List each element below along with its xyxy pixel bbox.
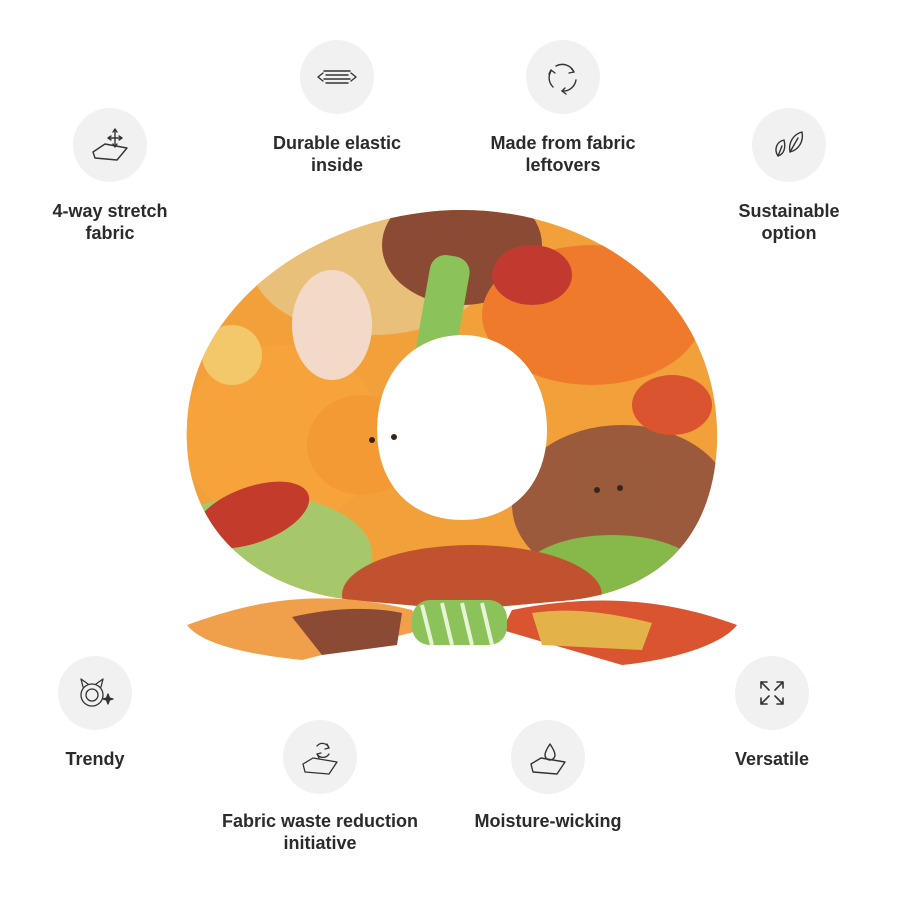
feature-label: Sustainable option: [738, 201, 840, 243]
feature-label: Fabric waste reduction initiative: [221, 811, 419, 853]
feature-label: Moisture-wicking: [474, 811, 622, 831]
moisture-drop-icon: [511, 720, 585, 794]
feature-4-way-stretch: 4-way stretch fabric: [0, 108, 220, 244]
feature-sustainable: Sustainable option: [679, 108, 899, 244]
feature-moisture-wicking: Moisture-wicking: [438, 720, 658, 832]
feature-label: Made from fabric leftovers: [490, 133, 636, 175]
feature-label: 4-way stretch fabric: [52, 201, 168, 243]
recycle-icon: [526, 40, 600, 114]
stretch-fabric-icon: [73, 108, 147, 182]
scrunchie-product-image: [172, 205, 752, 705]
feature-label: Versatile: [734, 749, 810, 769]
fabric-recycle-icon: [283, 720, 357, 794]
feature-label: Trendy: [65, 749, 125, 769]
trendy-icon: [58, 656, 132, 730]
leaves-icon: [752, 108, 826, 182]
feature-fabric-leftovers: Made from fabric leftovers: [453, 40, 673, 176]
feature-label: Durable elastic inside: [272, 133, 402, 175]
expand-arrows-icon: [735, 656, 809, 730]
feature-durable-elastic: Durable elastic inside: [227, 40, 447, 176]
feature-trendy: Trendy: [0, 656, 205, 770]
feature-fabric-waste-reduction: Fabric waste reduction initiative: [210, 720, 430, 854]
feature-versatile: Versatile: [662, 656, 882, 770]
elastic-icon: [300, 40, 374, 114]
